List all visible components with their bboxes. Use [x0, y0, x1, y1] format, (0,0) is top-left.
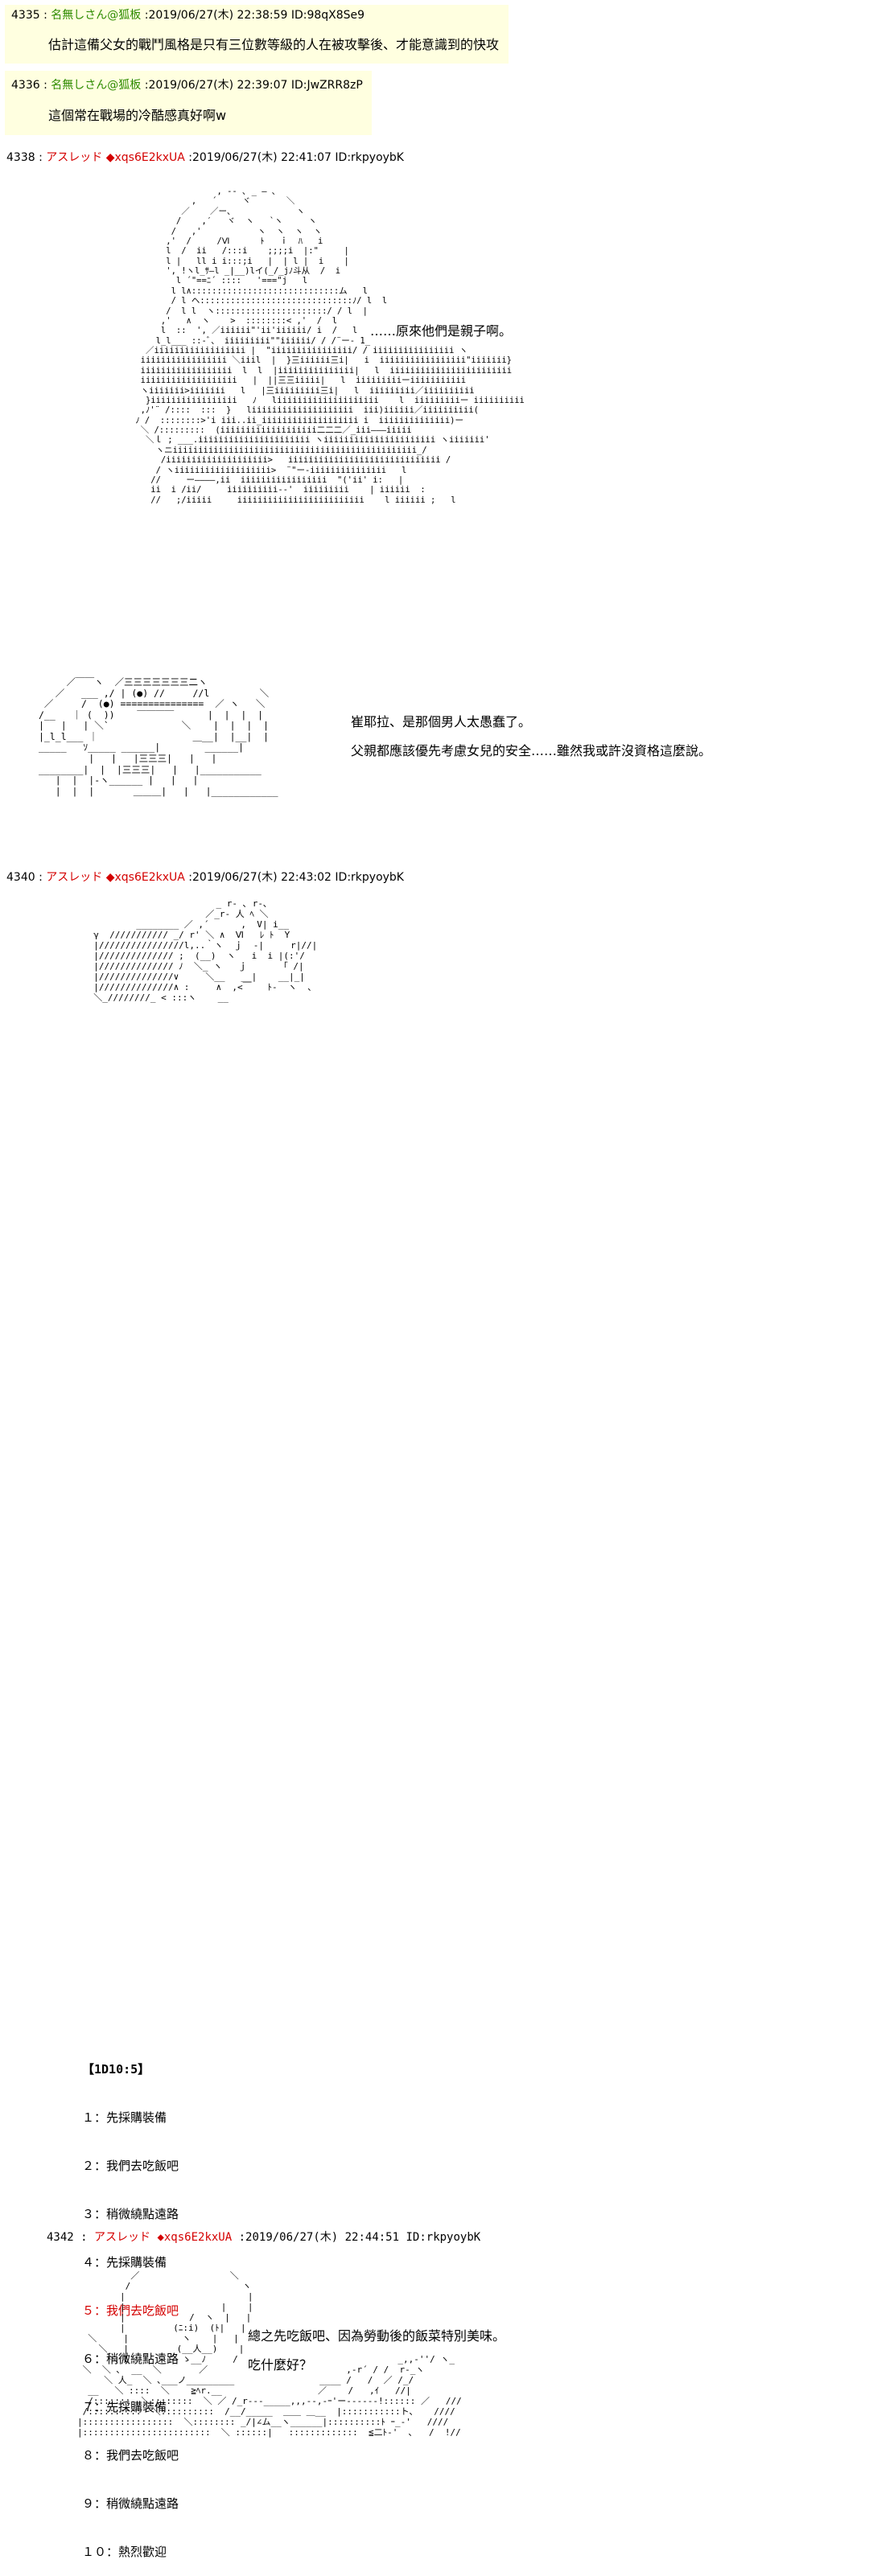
vote-item: ４：先採購裝備	[82, 2255, 167, 2270]
poster-id[interactable]: ID:98qX8Se9	[290, 9, 365, 22]
poster-id[interactable]: ID:rkpyoybK	[335, 871, 404, 884]
post-header-4336: 4336 : 名無しさん@狐板 :2019/06/27(木) 22:39:07 …	[11, 79, 363, 92]
post-number[interactable]: 4342	[47, 2231, 74, 2244]
vote-item: ９：稍微繞點遠路	[82, 2496, 179, 2511]
post-body-4342-line-2: 吃什麼好？	[248, 2357, 313, 2373]
post-number[interactable]: 4336	[11, 79, 40, 92]
poster-name[interactable]: アスレッド	[94, 2231, 151, 2244]
post-body-4338-line-2: 崔耶拉、是那個男人太愚蠢了。	[351, 714, 532, 729]
ascii-art-bald-man: ／ ＼ / ヽ | | | | | | / ヽ | | | (ﾆ:i) (ﾄ| …	[77, 2270, 462, 2438]
post-body-4338-line-1: ……原來他們是親子啊。	[370, 323, 513, 339]
vote-item: １０：熱烈歡迎	[82, 2545, 167, 2559]
post-date: 2019/06/27(木) 22:41:07	[192, 151, 332, 164]
vote-item: １：先採購裝備	[82, 2110, 167, 2125]
vote-item: ３：稍微繞點遠路	[82, 2207, 179, 2221]
post-body-4342-line-1: 總之先吃飯吧、因為勞動後的飯菜特別美味。	[248, 2328, 506, 2344]
reply-box-4335	[5, 5, 509, 64]
post-date: 2019/06/27(木) 22:44:51	[245, 2231, 400, 2244]
poster-name[interactable]: アスレッド	[46, 871, 103, 884]
vote-item: ８：我們去吃飯吧	[82, 2448, 179, 2463]
post-date: 2019/06/27(木) 22:39:07	[148, 79, 288, 92]
poster-name[interactable]: 名無しさん@狐板	[51, 9, 142, 22]
ascii-art-man: ／￣￣ヽ ／三三三三三三三二ヽ ／ ___ ,/ | (●) // //l ＼ …	[39, 676, 278, 797]
post-number[interactable]: 4335	[11, 9, 40, 22]
poster-name[interactable]: 名無しさん@狐板	[51, 79, 142, 92]
poster-trip: ◆xqs6E2kxUA	[105, 871, 185, 884]
ascii-art-girl: , -- ､ _ ― ､ , ´ ヾ ＼ ／ ／ー、 ヽ / ,′ ヾ ヽ `ヽ…	[135, 187, 525, 505]
post-body-4336: 這個常在戰場的冷酷感真好啊w	[48, 108, 227, 123]
poster-id[interactable]: ID:rkpyoybK	[406, 2231, 481, 2244]
post-number[interactable]: 4340	[6, 871, 35, 884]
vote-title: 【1D10:5】	[82, 2062, 150, 2077]
post-header-4335: 4335 : 名無しさん@狐板 :2019/06/27(木) 22:38:59 …	[11, 9, 365, 22]
post-number[interactable]: 4338	[6, 151, 35, 164]
post-date: 2019/06/27(木) 22:43:02	[192, 871, 332, 884]
post-header-4340: 4340 : アスレッド ◆xqs6E2kxUA :2019/06/27(木) …	[6, 871, 404, 884]
post-body-4338-line-3: 父親都應該優先考慮女兒的安全……雖然我或許沒資格這麼說。	[351, 743, 712, 758]
ascii-art-armored: _ r- ､ r-､ ／_r- 人 ﾍ ＼ ________ ／ ,´ , V|…	[40, 898, 505, 2559]
poster-name[interactable]: アスレッド	[46, 151, 103, 164]
poster-id[interactable]: ID:JwZRR8zP	[290, 79, 363, 92]
post-header-4342: 4342 : アスレッド ◆xqs6E2kxUA :2019/06/27(木) …	[47, 2231, 481, 2244]
reply-box-4336	[5, 71, 372, 135]
vote-item: ２：我們去吃飯吧	[82, 2159, 179, 2173]
poster-trip: ◆xqs6E2kxUA	[105, 151, 185, 164]
post-date: 2019/06/27(木) 22:38:59	[148, 9, 288, 22]
post-body-4335: 估計這備父女的戰鬥風格是只有三位數等級的人在被攻擊後、才能意識到的快攻	[48, 37, 500, 52]
post-header-4338: 4338 : アスレッド ◆xqs6E2kxUA :2019/06/27(木) …	[6, 151, 404, 164]
poster-trip: ◆xqs6E2kxUA	[157, 2231, 233, 2244]
poster-id[interactable]: ID:rkpyoybK	[335, 151, 404, 164]
